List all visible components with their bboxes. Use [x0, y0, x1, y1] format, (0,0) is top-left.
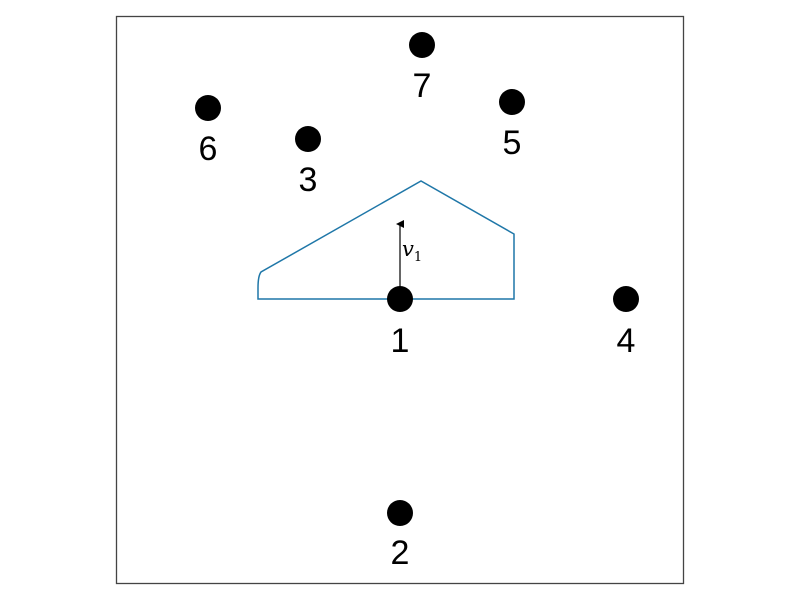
vector-label: v1: [402, 237, 422, 265]
node-dot: [387, 500, 413, 526]
node-2: 2: [387, 500, 413, 572]
node-6: 6: [195, 95, 221, 168]
vector-symbol: v: [402, 237, 414, 261]
plot-frame: [115, 15, 685, 585]
node-dot: [409, 32, 435, 58]
node-label: 6: [199, 130, 218, 168]
node-label: 5: [503, 124, 522, 162]
node-label: 4: [617, 322, 636, 360]
region-outline: [257, 180, 515, 300]
node-5: 5: [499, 89, 525, 162]
vector-subscript: 1: [414, 250, 422, 265]
node-dot: [613, 286, 639, 312]
node-label: 7: [413, 67, 432, 105]
node-3: 3: [295, 126, 321, 199]
node-dot: [295, 126, 321, 152]
node-7: 7: [409, 32, 435, 105]
node-dot: [499, 89, 525, 115]
node-4: 4: [613, 286, 639, 360]
node-label: 2: [391, 534, 410, 572]
node-dot: [387, 286, 413, 312]
node-dot: [195, 95, 221, 121]
node-label: 1: [391, 322, 410, 360]
node-1: 1: [387, 286, 413, 360]
node-label: 3: [299, 161, 318, 199]
